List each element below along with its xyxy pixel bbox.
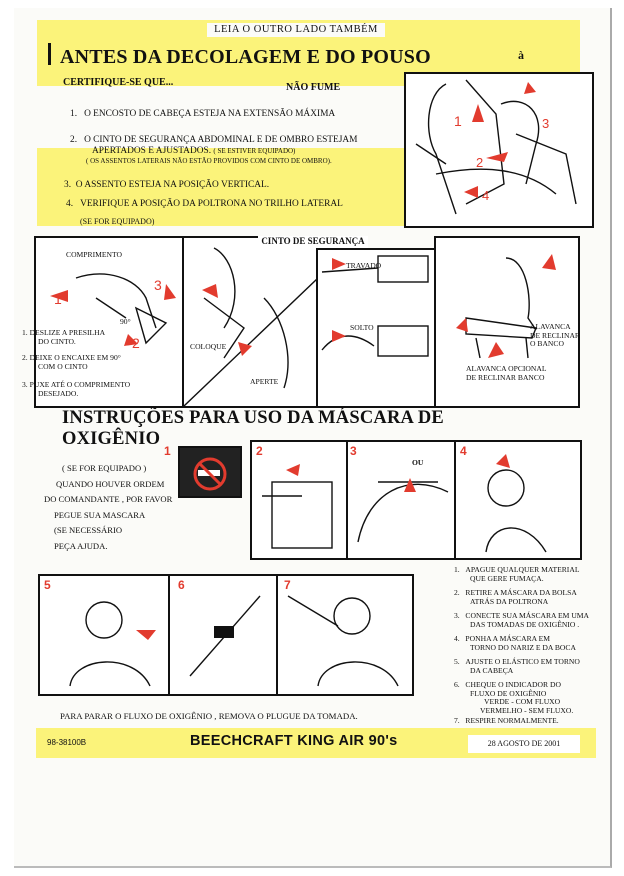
belt-step-3: 3. PUXE ATÉ O COMPRIMENTO [22, 380, 131, 389]
divider-mark [48, 43, 51, 65]
tighten-label: APERTE [250, 377, 279, 386]
or-label: OU [412, 458, 424, 467]
length-label: COMPRIMENTO [66, 250, 122, 259]
svg-text:1: 1 [54, 291, 62, 307]
belt-step-2-line2: COM O CINTO [38, 362, 88, 371]
checklist-item-4: 4. VERIFIQUE A POSIÇÃO DA POLTRONA NO TR… [66, 199, 343, 209]
recline-lever-label: ALAVANCA DE RECLINAR O BANCO [530, 322, 580, 348]
checklist-intro: CERTIFIQUE-SE QUE... [63, 77, 174, 88]
panel-number-7: 7 [284, 578, 291, 592]
seat-num-2: 2 [476, 155, 483, 170]
panel-number-3: 3 [350, 444, 357, 458]
oxygen-panel-5 [38, 574, 172, 696]
belt-step-2: 2. DEIXE O ENCAIXE EM 90° [22, 353, 121, 362]
released-label: SOLTO [350, 323, 374, 332]
seat-drawing: 1 3 2 4 [415, 79, 577, 215]
svg-text:3: 3 [154, 277, 162, 293]
document-code: 98-38100B [47, 738, 87, 747]
checklist-item-3: 3. O ASSENTO ESTEJA NA POSIÇÃO VERTICAL. [64, 180, 270, 190]
oxygen-panel-6 [168, 574, 280, 696]
no-smoking-label: NÃO FUME [286, 82, 341, 93]
recline-drawing [456, 254, 556, 359]
read-other-side-label: LEIA O OUTRO LADO TAMBÉM [207, 23, 385, 37]
belt-step-1: 1. DESLIZE A PRESILHA [22, 328, 106, 337]
seatbelt-header: CINTO DE SEGURANÇA [258, 236, 368, 250]
panel-number-6: 6 [178, 578, 185, 592]
checklist-item-4-note: (SE FOR EQUIPADO) [80, 217, 155, 226]
belt-step-3-line2: DESEJADO. [38, 389, 79, 398]
panel-number-5: 5 [44, 578, 51, 592]
belt-length-drawing: 1 3 2 [50, 273, 176, 351]
seat-num-3: 3 [542, 116, 549, 131]
seat-num-1: 1 [454, 113, 462, 129]
stop-flow-note: PARA PARAR O FLUXO DE OXIGÊNIO , REMOVA … [60, 711, 358, 721]
svg-text:2: 2 [132, 335, 140, 351]
oxygen-intro: ( SE FOR EQUIPADO ) QUANDO HOUVER ORDEM … [44, 463, 173, 551]
recline-panel [434, 236, 580, 408]
seat-adjust-illustration: 1 3 2 4 [404, 72, 594, 228]
buckle-drawing [321, 255, 429, 357]
insert-label: COLOQUE [190, 342, 227, 351]
panel-number-4: 4 [460, 444, 467, 458]
angle-label: 90° [120, 317, 131, 326]
corner-mark: à [518, 48, 524, 62]
buckle-panel [316, 248, 438, 408]
section-title-oxygen: INSTRUÇÕES PARA USO DA MÁSCARA DE OXIGÊN… [62, 408, 444, 449]
checklist-item-2-line2: APERTADOS E AJUSTADOS. ( SE ESTIVER EQUI… [92, 146, 296, 156]
belt-fasten-panel [182, 236, 320, 408]
oxygen-panel-3 [346, 440, 458, 560]
checklist-item-2-note: ( OS ASSENTOS LATERAIS NÃO ESTÃO PROVIDO… [86, 157, 332, 165]
oxygen-panel-7 [276, 574, 414, 696]
aircraft-model: BEECHCRAFT KING AIR 90's [190, 733, 398, 749]
seat-num-4: 4 [482, 188, 489, 203]
no-smoking-icon [178, 446, 242, 498]
section-title-takeoff: ANTES DA DECOLAGEM E DO POUSO [60, 46, 431, 68]
belt-fasten-drawing [184, 247, 318, 406]
revision-date: 28 AGOSTO DE 2001 [468, 735, 580, 753]
locked-label: TRAVADO [346, 261, 382, 270]
belt-step-1-line2: DO CINTO. [38, 337, 76, 346]
oxygen-panel-2 [250, 440, 350, 560]
checklist-item-2: 2. O CINTO DE SEGURANÇA ABDOMINAL E DE O… [70, 135, 358, 145]
panel-number-2: 2 [256, 444, 263, 458]
checklist-item-1: 1. O ENCOSTO DE CABEÇA ESTEJA NA EXTENSÃ… [70, 109, 336, 119]
panel-number-1: 1 [164, 444, 171, 458]
belt-length-panel: 1 3 2 [34, 236, 184, 408]
optional-recline-label: ALAVANCA OPCIONAL DE RECLINAR BANCO [466, 364, 547, 382]
oxygen-panel-4 [454, 440, 582, 560]
